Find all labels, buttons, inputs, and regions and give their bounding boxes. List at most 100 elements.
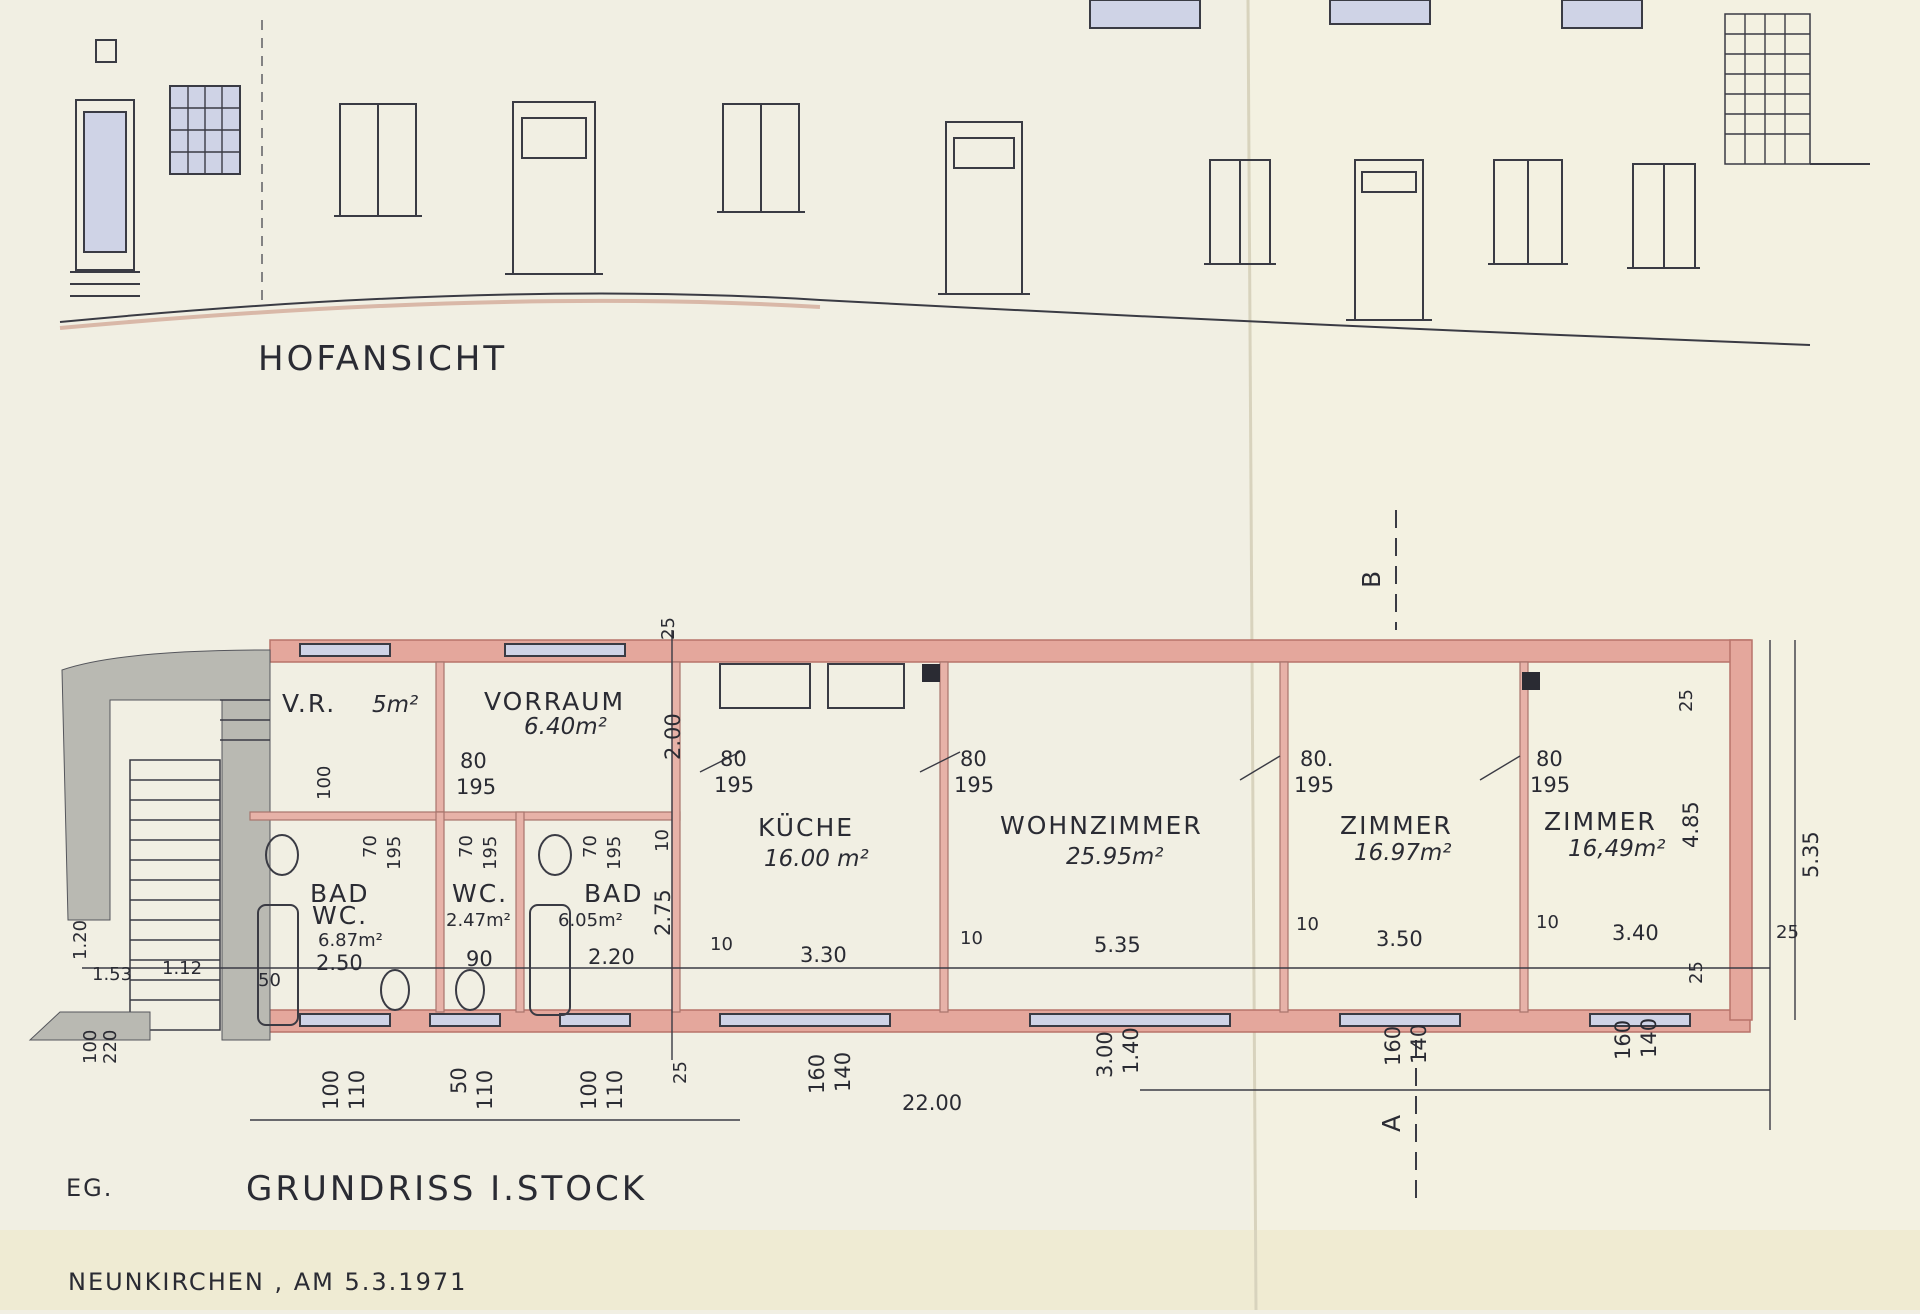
door-dim: 80. xyxy=(1300,747,1333,771)
wall-dim: 25 xyxy=(1776,922,1799,943)
width-dim: 3.30 xyxy=(800,943,847,967)
room-bad1-sub: WC. xyxy=(312,901,368,930)
door-dim: 70 xyxy=(360,835,381,858)
room-bad1-name: BAD xyxy=(310,879,370,908)
interior-walls xyxy=(249,661,1529,1013)
plan-windows xyxy=(299,643,1691,1027)
section-a-label: A xyxy=(1377,1113,1406,1132)
floor-marker: EG. xyxy=(66,1174,113,1202)
window-dim: 110 xyxy=(603,1070,627,1110)
room-kueche-name: KÜCHE xyxy=(758,813,854,842)
door-dim: 195 xyxy=(1294,773,1334,797)
door-dim: 80 xyxy=(1536,747,1563,771)
east-wall xyxy=(1729,639,1753,1021)
window-dim: 100 xyxy=(577,1070,601,1110)
width-dim: 3.50 xyxy=(1376,927,1423,951)
door-dim: 195 xyxy=(384,836,405,870)
elevation-hofansicht: HOFANSICHT xyxy=(59,0,1870,379)
window-dim: 160 xyxy=(805,1054,829,1094)
window-dim: 110 xyxy=(345,1070,369,1110)
width-dim: 5.35 xyxy=(1094,933,1141,957)
north-wall xyxy=(269,639,1751,663)
room-bad1-area: 6.87m² xyxy=(318,930,383,951)
total-length: 22.00 xyxy=(902,1091,962,1115)
door-dim: 100 xyxy=(314,766,335,800)
stair-dim: 100 xyxy=(80,1030,101,1064)
wall-dim: 10 xyxy=(710,934,733,955)
wall-dim: 4.85 xyxy=(1679,801,1703,848)
door-dim: 70 xyxy=(580,835,601,858)
elevation-windows xyxy=(334,101,1700,321)
window-dim: 140 xyxy=(1637,1018,1661,1058)
wall-dim: 5.35 xyxy=(1799,831,1823,878)
width-dim: 2.20 xyxy=(588,945,635,969)
stair-dim: 1.53 xyxy=(92,964,132,985)
window-dim: 100 xyxy=(319,1070,343,1110)
room-wohnzimmer-area: 25.95m² xyxy=(1066,844,1163,870)
wall-dim: 10 xyxy=(1296,914,1319,935)
ground-line xyxy=(59,292,1811,346)
window-dim: 160 xyxy=(1381,1026,1405,1066)
window-dim: 140 xyxy=(1407,1024,1431,1064)
stair-dim: 1.20 xyxy=(70,920,91,960)
door-dim: 80 xyxy=(720,747,747,771)
wall-dim: 2.75 xyxy=(651,889,675,936)
elevation-grid-window xyxy=(169,85,241,175)
door-dim: 195 xyxy=(480,836,501,870)
room-zimmer1-name: ZIMMER xyxy=(1340,811,1453,840)
plan-title: GRUNDRISS I.STOCK xyxy=(246,1169,647,1209)
room-wc-name: WC. xyxy=(452,879,508,908)
elevation-title: HOFANSICHT xyxy=(258,339,507,379)
room-vr-area: 5m² xyxy=(372,692,418,718)
width-dim: 2.50 xyxy=(316,951,363,975)
room-zimmer2-name: ZIMMER xyxy=(1544,807,1657,836)
wall-dim: 25 xyxy=(670,1061,691,1084)
door-dim: 195 xyxy=(714,773,754,797)
room-zimmer2-area: 16,49m² xyxy=(1568,836,1665,862)
section-b-label: B xyxy=(1357,569,1386,588)
stairwell xyxy=(28,649,271,1041)
door-dim: 195 xyxy=(1530,773,1570,797)
room-vorraum-name: VORRAUM xyxy=(484,687,625,716)
door-dim: 195 xyxy=(456,775,496,799)
plan-fixtures xyxy=(257,663,905,1026)
width-dim: 3.40 xyxy=(1612,921,1659,945)
door-dim: 195 xyxy=(954,773,994,797)
room-wohnzimmer-name: WOHNZIMMER xyxy=(1000,811,1203,840)
room-wc-area: 2.47m² xyxy=(446,910,511,931)
window-dim: 1.40 xyxy=(1119,1027,1143,1074)
wall-dim: 10 xyxy=(960,928,983,949)
door-dim: 70 xyxy=(456,835,477,858)
door-ticks xyxy=(699,751,1521,781)
wall-dim: 25 xyxy=(1676,689,1697,712)
wall-dim: 50 xyxy=(258,970,281,991)
stair-dim: 1.12 xyxy=(162,958,202,979)
width-dim: 90 xyxy=(466,947,493,971)
place-date: NEUNKIRCHEN , AM 5.3.1971 xyxy=(68,1268,467,1296)
room-bad2-name: BAD xyxy=(584,879,644,908)
window-dim: 3.00 xyxy=(1093,1031,1117,1078)
room-bad2-area: 6.05m² xyxy=(558,910,623,931)
wall-dim: 2.00 xyxy=(661,713,685,760)
window-dim: 140 xyxy=(831,1052,855,1092)
stair-dim: 220 xyxy=(100,1030,121,1064)
room-zimmer1-area: 16.97m² xyxy=(1354,840,1451,866)
room-vorraum-area: 6.40m² xyxy=(524,714,607,740)
door-dim: 80 xyxy=(460,749,487,773)
window-dim: 50 xyxy=(447,1067,471,1094)
window-dim: 110 xyxy=(473,1070,497,1110)
room-kueche-area: 16.00 m² xyxy=(764,846,869,872)
wall-dim: 25 xyxy=(658,617,679,640)
wall-dim: 10 xyxy=(652,829,673,852)
wall-dim: 25 xyxy=(1686,961,1707,984)
elevation-entrance-door xyxy=(70,39,140,297)
door-dim: 195 xyxy=(604,836,625,870)
floor-plan: B A V.R. 5m² VORRAUM 6.40m² KÜCHE 16.00 … xyxy=(28,510,1823,1209)
room-vr-name: V.R. xyxy=(282,689,336,718)
window-dim: 160 xyxy=(1611,1020,1635,1060)
door-dim: 80 xyxy=(960,747,987,771)
elevation-grid-panel xyxy=(1724,13,1870,165)
wall-dim: 10 xyxy=(1536,912,1559,933)
